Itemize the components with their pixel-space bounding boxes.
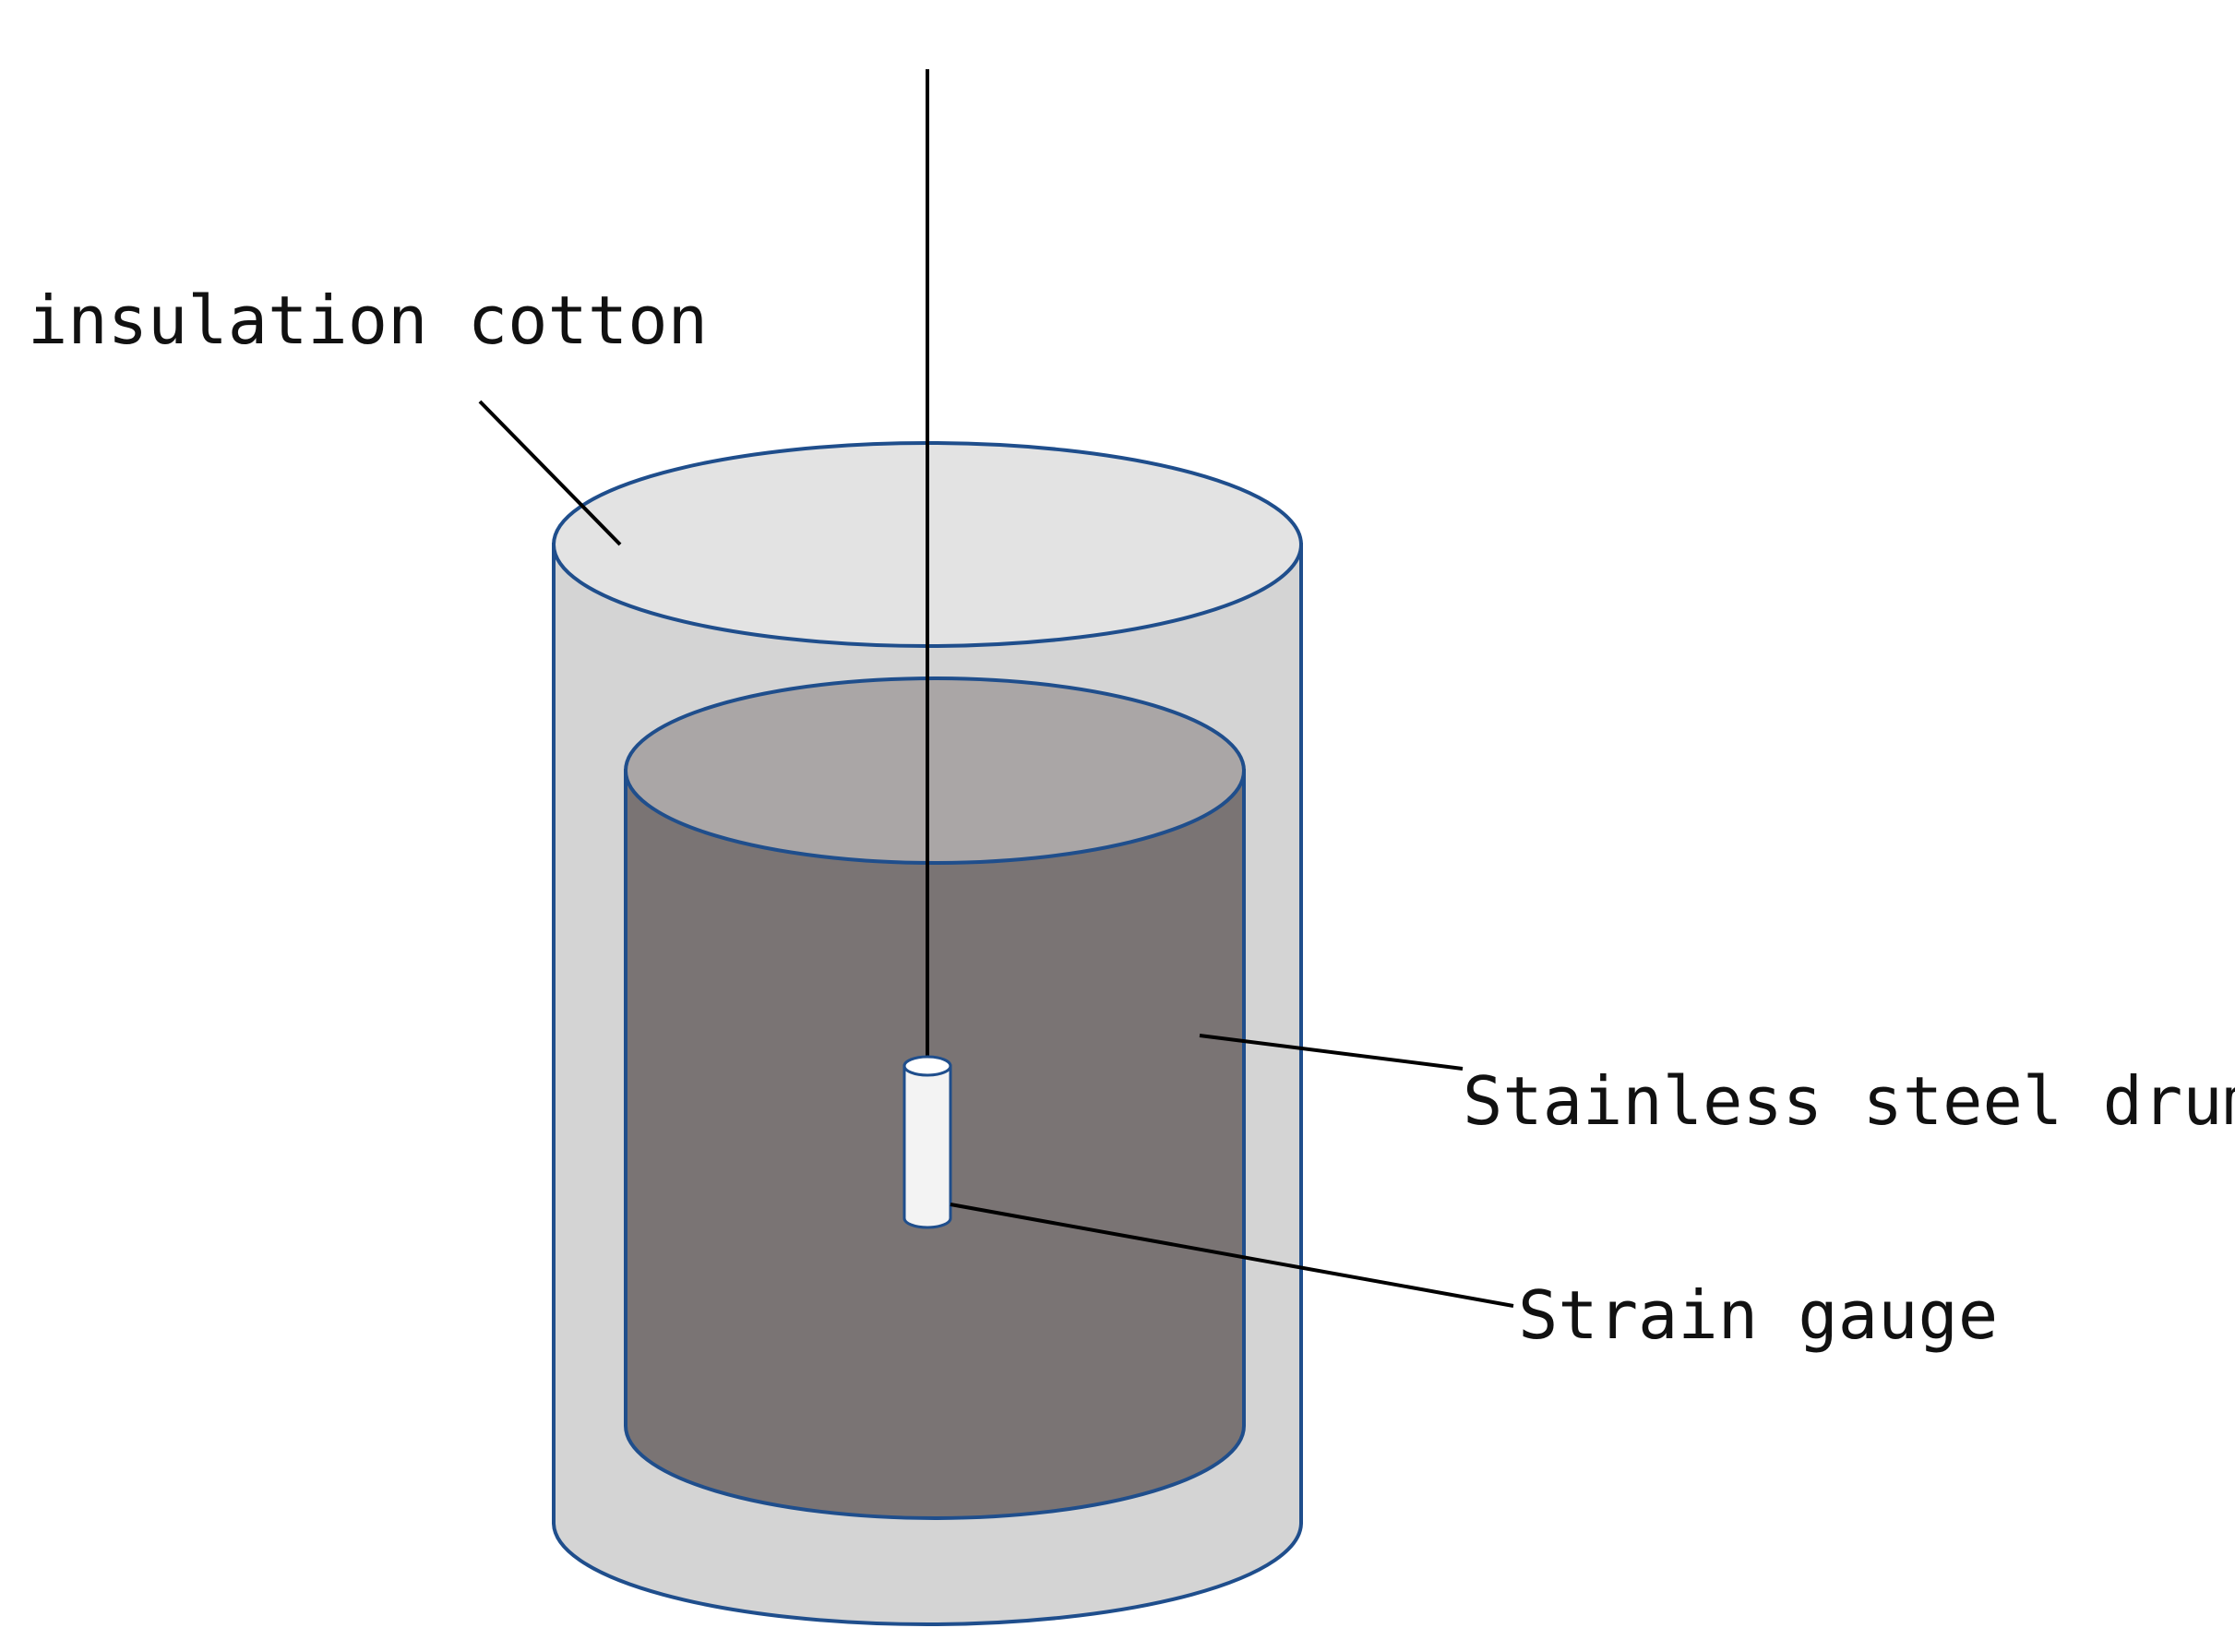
- label-insulation-cotton: insulation cotton: [28, 281, 708, 359]
- drum-top: [624, 676, 1246, 865]
- drum-leader-line: [1199, 1034, 1464, 1071]
- gauge-top: [902, 1055, 952, 1077]
- label-strain-gauge: Strain gauge: [1518, 1276, 1998, 1354]
- insulation-leader-line: [478, 400, 622, 546]
- label-stainless-steel-drum: Stainless steel drum: [1463, 1062, 2235, 1140]
- gauge-body: [902, 1064, 952, 1229]
- strain-gauge: [902, 1055, 952, 1229]
- gauge-leader-line: [950, 1203, 1514, 1308]
